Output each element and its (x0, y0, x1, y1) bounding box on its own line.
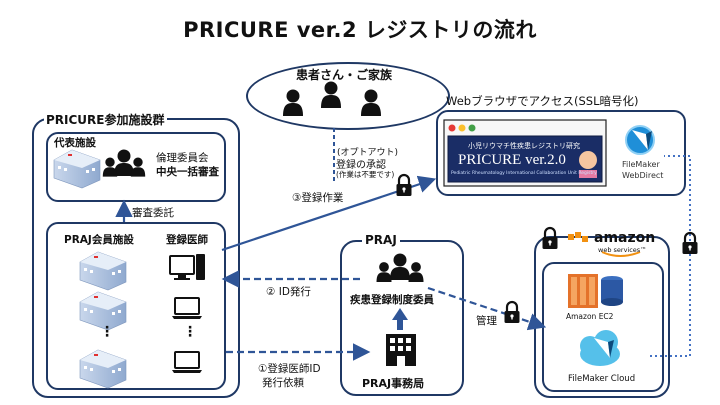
optout-line3: (作業は不要です) (336, 170, 395, 179)
lock-icon (541, 226, 559, 251)
app-name: PRICURE ver.2.0 (458, 152, 566, 168)
browser-window (443, 119, 607, 187)
app-tagline: Pediatric Rheumatology International Col… (451, 171, 597, 176)
laptop-icon (171, 351, 203, 374)
committee-label: 疾患登録制度委員 (350, 294, 434, 306)
ethics-committee-label: 倫理委員会 (156, 152, 209, 164)
cloud-webdirect-dotted-link (650, 155, 691, 357)
id-request-line2: 発行依頼 (262, 377, 304, 389)
app-subtitle: 小児リウマチ性疾患レジストリ研究 (468, 142, 580, 150)
member-facilities-label: PRAJ会員施設 (64, 234, 134, 246)
management-arrow (427, 286, 547, 331)
lock-icon (503, 300, 521, 325)
member-hospital-icon (79, 349, 127, 389)
registry-committee-icon (376, 253, 424, 282)
aws-cubes-icon (568, 232, 588, 242)
registration-step-label: ③登録作業 (292, 192, 344, 204)
filemaker-webdirect-line1: FileMaker (622, 160, 660, 169)
aws-brand-sub: web services™ (598, 246, 647, 254)
lock-icon (681, 231, 699, 256)
optout-line2: 登録の承認 (336, 160, 386, 171)
facilities-group-label: PRICURE参加施設群 (44, 111, 167, 128)
ec2-icon (568, 274, 623, 308)
filemaker-webdirect-icon (625, 125, 655, 155)
doctor-ellipsis: ⋮ (183, 324, 197, 340)
aws-brand: amazon (594, 230, 656, 246)
member-hospital-icon (79, 251, 127, 291)
office-building-icon (386, 334, 416, 366)
praj-office-label: PRAJ事務局 (362, 377, 425, 390)
family-people-icon (283, 81, 381, 116)
id-request-line1: ①登録医師ID (258, 363, 321, 375)
aws-smile (601, 251, 641, 257)
lock-icon (395, 173, 413, 198)
diagram-title: PRICURE ver.2 レジストリの流れ (183, 18, 537, 42)
facility-ellipsis: ⋮ (100, 324, 114, 340)
optout-line1: (オプトアウト) (337, 148, 399, 158)
filemaker-webdirect-line2: WebDirect (622, 171, 664, 180)
registering-doctor-label: 登録医師 (166, 234, 208, 246)
family-label: 患者さん・ご家族 (296, 68, 393, 82)
filemaker-cloud-icon (580, 330, 620, 366)
ec2-label: Amazon EC2 (566, 312, 614, 321)
praj-label: PRAJ (362, 233, 400, 247)
ethics-committee-icon (102, 149, 146, 177)
laptop-icon (171, 297, 203, 320)
member-facilities-box (46, 222, 226, 390)
representative-hospital-icon (53, 149, 101, 189)
browser-access-label: Webブラウザでアクセス(SSL暗号化) (446, 94, 639, 108)
family-ellipse (246, 62, 450, 130)
central-review-label: 中央一括審査 (156, 166, 219, 178)
filemaker-cloud-label: FileMaker Cloud (568, 374, 636, 384)
management-label: 管理 (476, 315, 497, 327)
review-request-label: 審査委託 (132, 207, 174, 219)
desktop-computer-icon (169, 254, 205, 280)
representative-facility-label: 代表施設 (54, 137, 96, 149)
id-issue-label: ② ID発行 (266, 286, 311, 298)
